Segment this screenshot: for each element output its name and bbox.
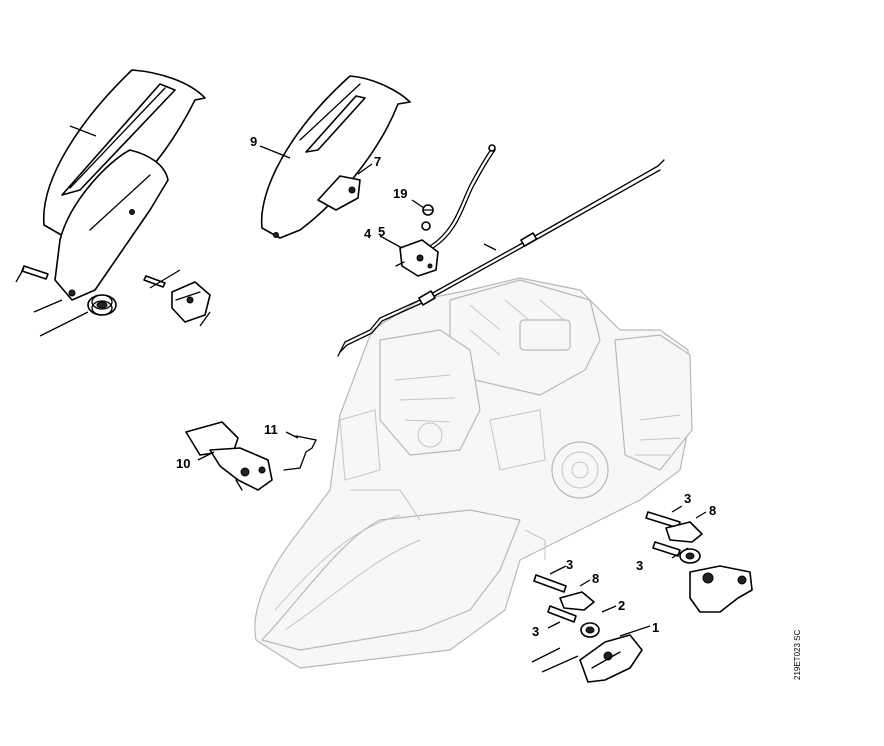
handle-shroud-part: [260, 75, 411, 239]
callout-3-bottom: 3: [532, 624, 539, 639]
clip-part-7: [317, 175, 361, 211]
screw-part-19: [421, 204, 434, 231]
torsion-spring-part: [87, 294, 117, 316]
callout-9: 9: [250, 134, 257, 149]
control-cable-part: [429, 144, 496, 249]
switch-assembly-part: [395, 239, 439, 277]
pin-part-left: [21, 265, 49, 280]
throttle-cable-part: [337, 159, 665, 357]
callout-8-lower: 8: [592, 571, 599, 586]
callout-labels: 9 7 19 4 5 11 10 3 8 3 3 8 2 3 1: [176, 134, 716, 639]
throttle-bracket-part: [143, 275, 211, 323]
callout-7: 7: [374, 154, 381, 169]
leader-lines: [15, 125, 707, 673]
callout-1: 1: [652, 620, 659, 635]
callout-19: 19: [393, 186, 407, 201]
powerhead-housing: [254, 277, 693, 669]
callout-3-upper-right: 3: [684, 491, 691, 506]
callout-2: 2: [618, 598, 625, 613]
callout-5: 5: [378, 224, 385, 239]
callout-8-upper-right: 8: [709, 503, 716, 518]
av-mount-upper-right: [645, 511, 753, 613]
av-mount-lower-right: [533, 574, 643, 683]
callout-11: 11: [264, 422, 278, 437]
throttle-trigger-part: [185, 421, 273, 491]
callout-4: 4: [364, 226, 372, 241]
callout-10: 10: [176, 456, 190, 471]
handle-moulding-part: [43, 69, 206, 301]
trigger-rod-part: [283, 435, 317, 471]
drawing-code: 219ET023 SC: [793, 630, 802, 680]
callout-3-mid-right: 3: [636, 558, 643, 573]
callout-3-lower: 3: [566, 557, 573, 572]
